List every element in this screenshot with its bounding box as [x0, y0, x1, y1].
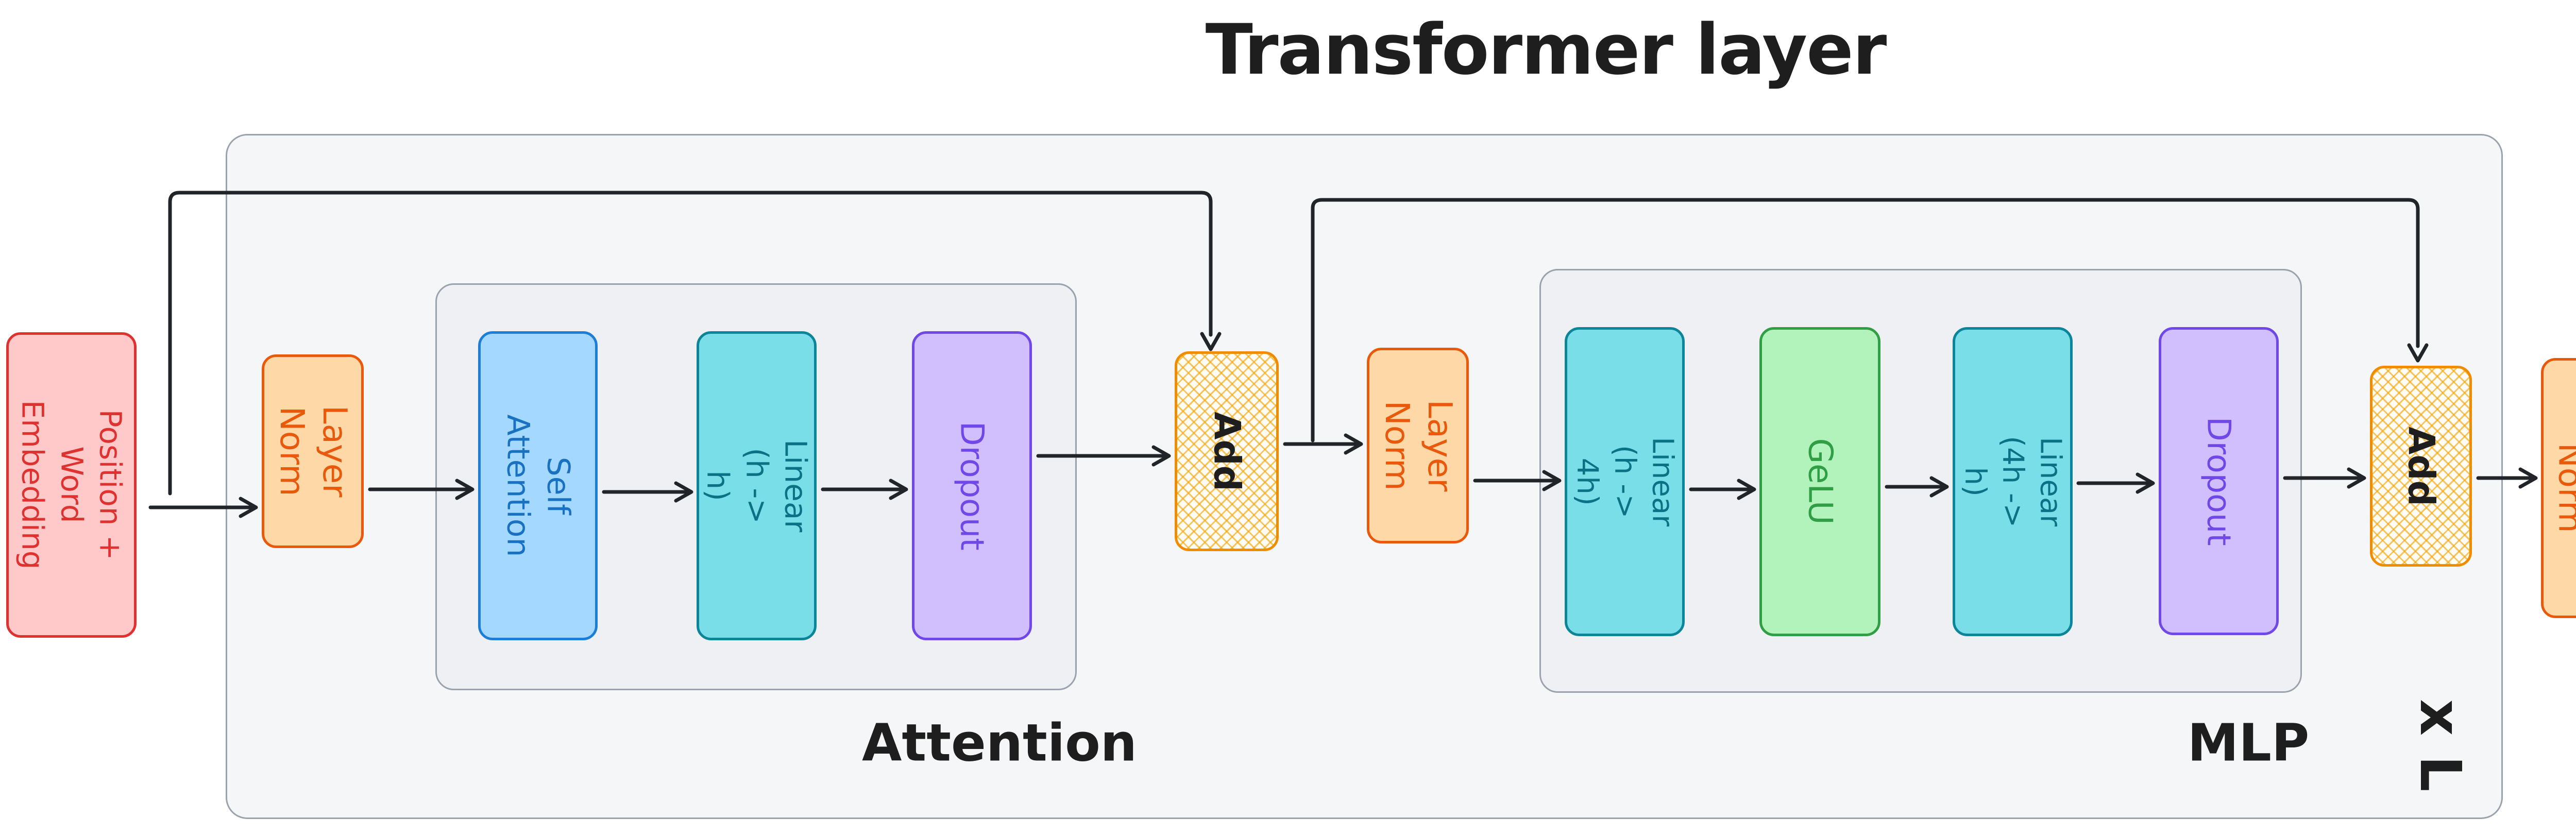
node-layer-norm-3: Layer Norm — [2541, 358, 2576, 618]
diagram-title: Transformer layer — [1205, 9, 1887, 90]
node-label: Layer Norm — [2551, 443, 2576, 533]
node-label: Add — [2400, 426, 2443, 506]
node-label: Position + Word Embedding — [15, 400, 128, 570]
node-position-word-embedding: Position + Word Embedding — [6, 332, 137, 638]
node-label: Linear (4h -> h) — [1959, 436, 2067, 527]
node-label: Linear (h -> h) — [700, 439, 814, 533]
node-linear-h-to-4h: Linear (h -> 4h) — [1565, 327, 1685, 636]
node-label: Dropout — [953, 421, 991, 551]
node-label: Dropout — [2200, 416, 2238, 546]
node-label: GeLU — [1801, 438, 1840, 525]
attention-group-label: Attention — [862, 712, 1137, 773]
node-self-attention: Self Attention — [478, 331, 598, 640]
node-gelu: GeLU — [1759, 327, 1880, 636]
repeat-x-l-label: x L — [2408, 699, 2473, 792]
arrowhead — [2518, 467, 2538, 489]
node-add-1: Add — [1175, 351, 1279, 551]
node-label: Layer Norm — [273, 405, 354, 498]
node-label: Layer Norm — [1378, 399, 1459, 492]
node-dropout-attention: Dropout — [912, 331, 1032, 640]
node-label: Add — [1206, 411, 1248, 491]
node-dropout-mlp: Dropout — [2159, 327, 2279, 635]
node-layer-norm-1: Layer Norm — [262, 354, 364, 548]
node-label: Linear (h -> 4h) — [1571, 436, 1680, 527]
node-linear-h-to-h: Linear (h -> h) — [697, 331, 817, 640]
mlp-group-label: MLP — [2187, 712, 2310, 773]
node-label: Self Attention — [500, 414, 576, 557]
node-add-2: Add — [2370, 366, 2472, 567]
node-linear-4h-to-h: Linear (4h -> h) — [1953, 327, 2073, 636]
node-layer-norm-2: Layer Norm — [1367, 348, 1469, 543]
